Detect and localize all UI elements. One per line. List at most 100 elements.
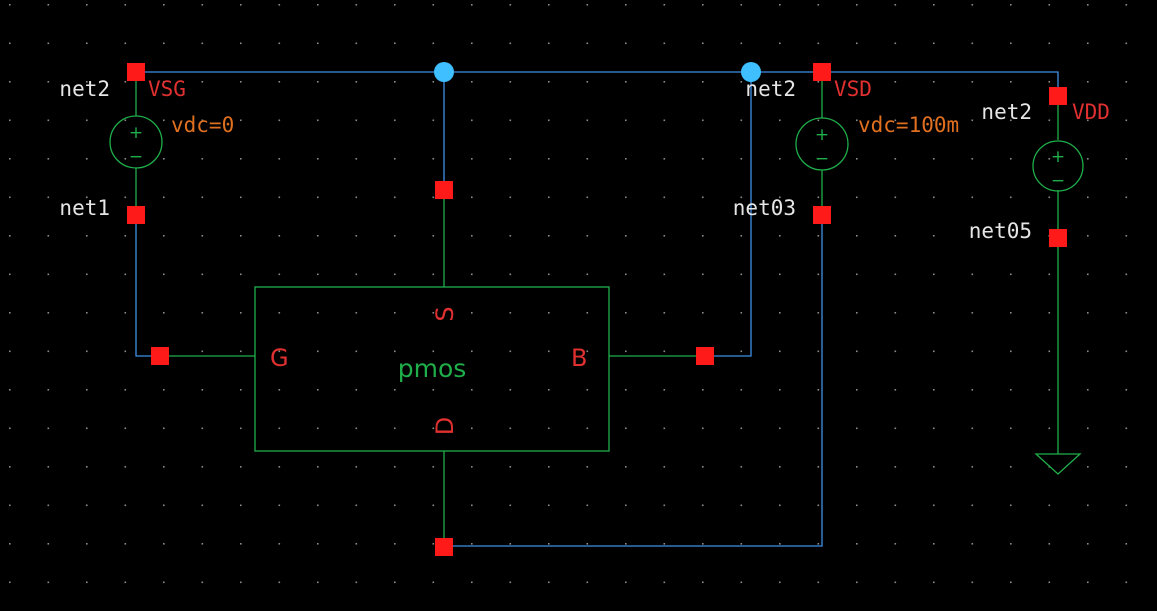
grid-dot (317, 158, 319, 160)
vsg-source-circle[interactable] (109, 115, 163, 169)
grid-dot (1048, 350, 1051, 353)
pin-vsg-bottom[interactable] (127, 206, 145, 224)
grid-dot (509, 235, 512, 237)
grid-dot (240, 158, 242, 160)
pin-vsd-bottom[interactable] (813, 206, 831, 224)
grid-dot (278, 581, 281, 584)
vsd-source-symbol[interactable]: + − (795, 117, 849, 171)
junction-dot-bulk[interactable] (741, 62, 761, 82)
grid-dot (586, 81, 589, 83)
pin-pmos-gate[interactable] (151, 347, 169, 365)
grid-dot (317, 42, 319, 45)
grid-dot (933, 81, 935, 83)
grid-dot (971, 42, 974, 45)
grid-dot (317, 466, 319, 468)
pin-pmos-drain[interactable] (435, 538, 453, 556)
grid-dot (779, 350, 781, 353)
grid-dot (586, 312, 589, 314)
grid-dot (702, 158, 704, 160)
vsg-source-symbol[interactable]: + − (109, 115, 163, 169)
grid-dot (663, 158, 666, 160)
grid-dot (47, 81, 50, 83)
grid-dot (856, 427, 858, 430)
grid-dot (355, 581, 358, 584)
grid-dot (355, 4, 358, 6)
wire-net2-top[interactable] (136, 71, 1059, 96)
grid-dot (894, 543, 897, 545)
pmos-pin-label-gate: G (270, 344, 289, 372)
pin-vsg-top[interactable] (127, 63, 145, 81)
junction-dot-source[interactable] (434, 62, 454, 82)
grid-dot (740, 312, 743, 314)
grid-dot (1048, 119, 1051, 122)
grid-dot (1048, 543, 1051, 545)
ground-icon[interactable] (1034, 453, 1082, 475)
grid-dot (702, 312, 704, 314)
grid-dot (9, 350, 11, 353)
grid-dot (586, 235, 589, 237)
grid-dot (1010, 427, 1012, 430)
grid-dot (586, 119, 589, 122)
grid-dot (548, 350, 550, 353)
grid-dot (1125, 389, 1128, 391)
grid-dot (86, 42, 88, 45)
grid-dot (509, 543, 512, 545)
grid-dot (702, 273, 704, 276)
grid-dot (509, 158, 512, 160)
grid-dot (856, 235, 858, 237)
pin-pmos-bulk[interactable] (696, 347, 714, 365)
grid-dot (9, 196, 11, 199)
pin-pmos-source[interactable] (435, 181, 453, 199)
grid-dot (9, 581, 11, 584)
net-label-vdd-top: net2 (981, 100, 1032, 124)
grid-dot (971, 196, 974, 199)
grid-dot (471, 158, 473, 160)
grid-dot (817, 119, 820, 122)
grid-dot (586, 273, 589, 276)
grid-dot (278, 389, 281, 391)
wire-drain[interactable] (443, 215, 823, 547)
grid-dot (933, 581, 935, 584)
grid-dot (47, 543, 50, 545)
grid-dot (317, 504, 319, 507)
grid-dot (1010, 273, 1012, 276)
pin-vdd-bottom[interactable] (1049, 229, 1067, 247)
vsd-source-circle[interactable] (795, 117, 849, 171)
grid-dot (278, 81, 281, 83)
grid-dot (856, 158, 858, 160)
grid-dot (1048, 4, 1051, 6)
grid-dot (355, 196, 358, 199)
grid-dot (702, 504, 704, 507)
grid-dot (1125, 581, 1128, 584)
wire-bulk[interactable] (705, 72, 752, 357)
grid-dot (317, 4, 319, 6)
pin-vdd-top[interactable] (1049, 87, 1067, 105)
grid-dot (86, 312, 88, 314)
grid-dot (702, 119, 704, 122)
pmos-body[interactable] (254, 286, 610, 452)
wire-gate[interactable] (135, 215, 160, 357)
grid-dot (432, 4, 435, 6)
vdd-source-symbol[interactable]: + − (1032, 140, 1084, 192)
grid-dot (1125, 466, 1128, 468)
grid-dot (1087, 81, 1089, 83)
grid-dot (201, 4, 204, 6)
vdd-source-circle[interactable] (1032, 140, 1084, 192)
grid-dot (394, 427, 396, 430)
grid-dot (971, 543, 974, 545)
grid-dot (394, 81, 396, 83)
pin-vsd-top[interactable] (813, 63, 831, 81)
grid-dot (548, 42, 550, 45)
grid-dot (471, 543, 473, 545)
grid-dot (1048, 504, 1051, 507)
grid-dot (432, 42, 435, 45)
grid-dot (432, 235, 435, 237)
grid-dot (509, 389, 512, 391)
grid-dot (394, 466, 396, 468)
vdd-minus-sign: − (1051, 171, 1065, 191)
grid-dot (163, 158, 165, 160)
grid-dot (394, 119, 396, 122)
grid-dot (663, 350, 666, 353)
